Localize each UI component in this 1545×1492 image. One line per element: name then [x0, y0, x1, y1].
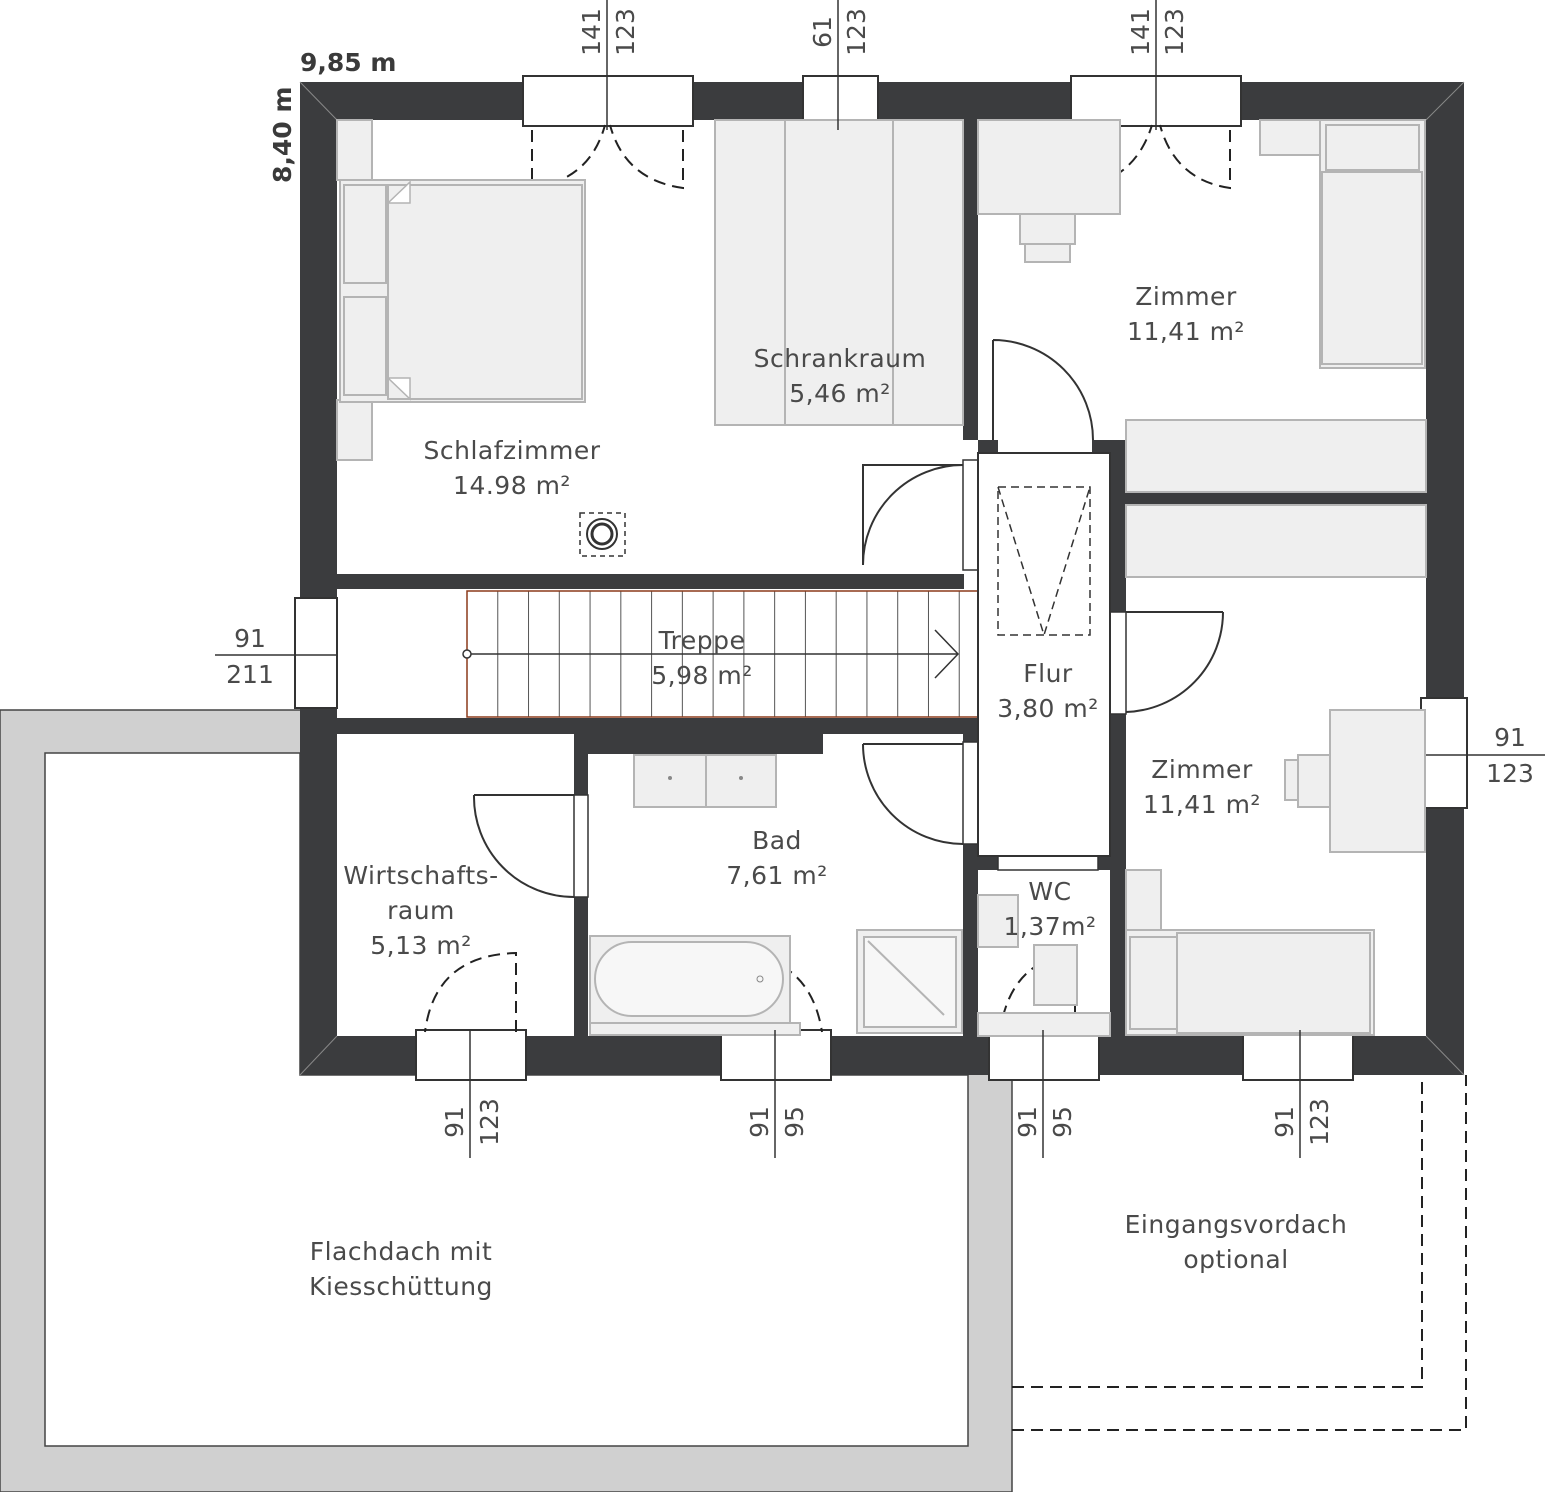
flur-shaft: [977, 452, 1111, 857]
vordach-label-1: Eingangsvordach: [1125, 1210, 1348, 1239]
window-top-1-width: 141: [577, 8, 606, 56]
staircase: [462, 590, 991, 718]
depth-dimension: 8,40 m: [268, 87, 297, 183]
window-bottom-4-height: 123: [1305, 1098, 1334, 1146]
flachdach-label-2: Kiesschüttung: [309, 1272, 493, 1301]
window-top-3-width: 141: [1126, 8, 1155, 56]
window-bottom-3-height: 95: [1048, 1106, 1077, 1138]
window-bottom-2-width: 91: [745, 1106, 774, 1138]
room-flur-area: 3,80 m²: [997, 694, 1099, 723]
flat-roof: [0, 709, 1013, 1492]
window-right-height: 123: [1486, 759, 1534, 788]
window-bottom-3-width: 91: [1013, 1106, 1042, 1138]
room-schlafzimmer-area: 14.98 m²: [453, 471, 571, 500]
room-wirtschaftsraum-name-1: Wirtschafts-: [343, 861, 498, 890]
room-schlafzimmer-name: Schlafzimmer: [424, 436, 601, 465]
window-right-width: 91: [1494, 723, 1526, 752]
window-top-2-width: 61: [808, 16, 837, 48]
window-bottom-4-width: 91: [1270, 1106, 1299, 1138]
window-left-width: 91: [234, 624, 266, 653]
room-wirtschaftsraum-name-2: raum: [387, 896, 455, 925]
room-schrankraum-name: Schrankraum: [754, 344, 927, 373]
room-schrankraum-area: 5,46 m²: [789, 379, 891, 408]
furniture: [336, 119, 1427, 1037]
window-frames: [294, 75, 1468, 1081]
window-left-height: 211: [226, 660, 274, 689]
room-zimmer-top-name: Zimmer: [1135, 282, 1237, 311]
room-wirtschaftsraum-area: 5,13 m²: [370, 931, 472, 960]
flachdach-label-1: Flachdach mit: [310, 1237, 493, 1266]
width-dimension: 9,85 m: [300, 48, 396, 77]
window-top-3-height: 123: [1160, 8, 1189, 56]
room-wc-name: WC: [1028, 877, 1071, 906]
window-bottom-1-width: 91: [440, 1106, 469, 1138]
room-zimmer-bottom-name: Zimmer: [1151, 755, 1253, 784]
room-flur-name: Flur: [1023, 659, 1073, 688]
room-treppe-name: Treppe: [658, 626, 746, 655]
window-bottom-1-height: 123: [475, 1098, 504, 1146]
window-bottom-2-height: 95: [780, 1106, 809, 1138]
doors: [472, 339, 1224, 898]
room-zimmer-bottom-area: 11,41 m²: [1143, 790, 1261, 819]
room-bad-area: 7,61 m²: [726, 861, 828, 890]
entrance-canopy: [1012, 1075, 1467, 1431]
window-dimension-lines: [215, 0, 1545, 1158]
window-top-2-height: 123: [842, 8, 871, 56]
room-wc-area: 1,37m²: [1003, 912, 1096, 941]
room-bad-name: Bad: [752, 826, 802, 855]
vordach-label-2: optional: [1183, 1245, 1288, 1274]
window-top-1-height: 123: [611, 8, 640, 56]
room-zimmer-top-area: 11,41 m²: [1127, 317, 1245, 346]
room-treppe-area: 5,98 m²: [651, 661, 753, 690]
